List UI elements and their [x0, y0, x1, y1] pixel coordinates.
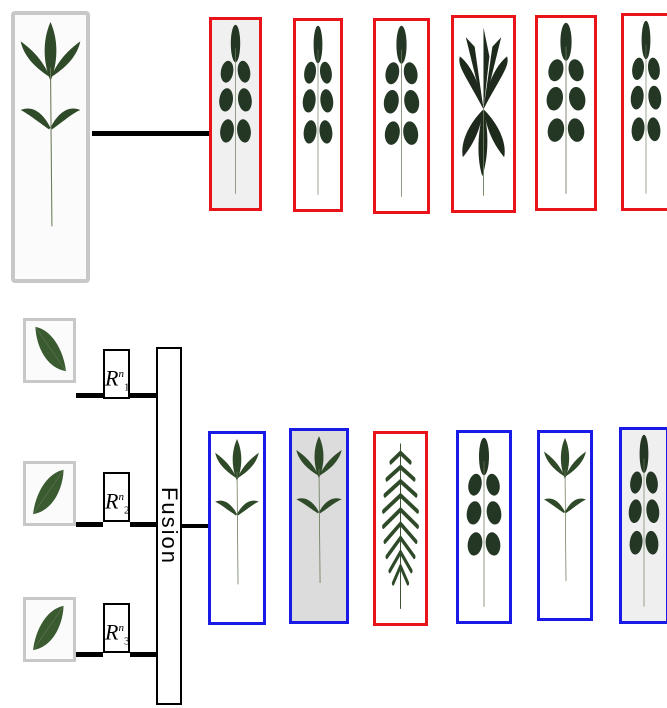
- connector-r1-fusion: [130, 393, 156, 398]
- top-result-2: [293, 18, 343, 212]
- connector-r3-fusion: [130, 652, 156, 657]
- query-leaf-icon: [20, 21, 81, 227]
- top-result-5: [535, 15, 597, 211]
- region-descriptor-2: Rn2: [103, 472, 130, 522]
- leaf-icon: [543, 437, 587, 582]
- top-result-4: [451, 15, 516, 213]
- fusion-label: Fusion: [157, 486, 182, 566]
- connector-patch2-r2: [76, 522, 103, 527]
- bottom-result-5: [537, 430, 593, 621]
- region-descriptor-1: Rn1: [103, 349, 130, 399]
- connector-patch1-r1: [76, 393, 103, 398]
- leaf-icon: [214, 438, 260, 585]
- query-patch-1: [23, 318, 76, 383]
- connector-fusion-results: [182, 524, 208, 528]
- leaf-patch-icon: [32, 469, 64, 515]
- query-image-top: [11, 11, 90, 283]
- region-descriptor-3: Rn3: [103, 603, 130, 653]
- connector-line-top: [92, 131, 209, 136]
- leaf-icon: [628, 20, 664, 195]
- connector-patch3-r3: [76, 652, 103, 657]
- leaf-icon: [295, 435, 343, 584]
- bottom-result-3: [373, 431, 428, 626]
- leaf-icon: [216, 23, 255, 195]
- fern-leaf-icon: [376, 434, 425, 623]
- leaf-patch-icon: [32, 605, 64, 651]
- bottom-result-6: [619, 427, 667, 624]
- bottom-result-2: [289, 428, 349, 624]
- query-patch-2: [23, 461, 76, 526]
- leaf-patch-icon: [35, 326, 67, 372]
- leaf-icon: [626, 434, 662, 608]
- leaf-icon: [464, 436, 504, 608]
- query-patch-3: [23, 597, 76, 662]
- leaf-icon: [543, 22, 589, 195]
- leaf-icon: [458, 26, 509, 197]
- connector-r2-fusion: [130, 522, 156, 527]
- leaf-icon: [300, 24, 336, 196]
- bottom-result-1: [208, 431, 266, 625]
- bottom-result-4: [456, 430, 512, 624]
- top-result-6: [621, 13, 667, 211]
- fusion-block: Fusion: [156, 347, 182, 705]
- leaf-icon: [381, 25, 422, 198]
- top-result-1: [209, 17, 262, 211]
- top-result-3: [373, 18, 430, 214]
